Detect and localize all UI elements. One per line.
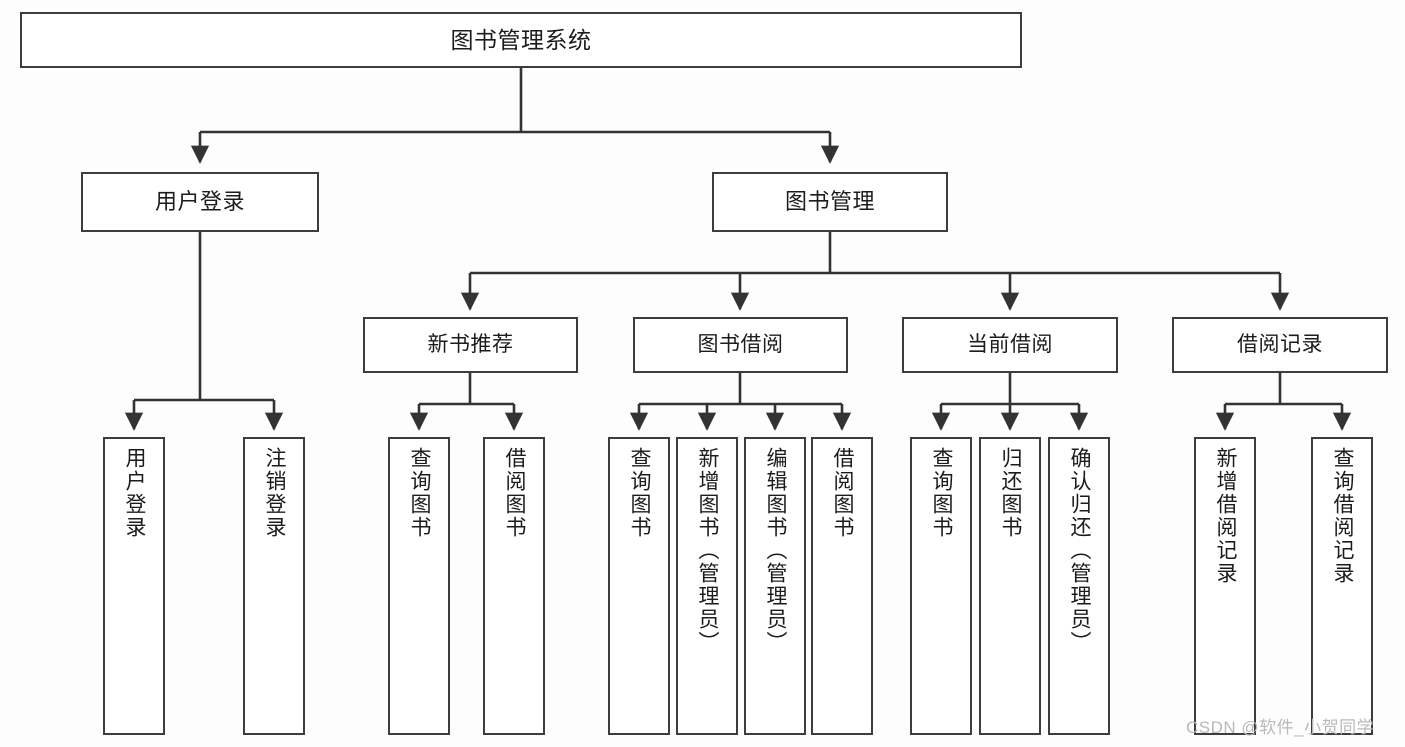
node-root[interactable]: 图书管理系统 <box>20 12 1022 68</box>
node-user-login[interactable]: 用户登录 <box>81 172 319 232</box>
leaf-new-book-query-label: 查询图书 <box>407 447 431 539</box>
node-user-login-label: 用户登录 <box>154 189 245 215</box>
node-book-management[interactable]: 图书管理 <box>712 172 948 232</box>
leaf-borrow-record-query[interactable]: 查询借阅记录 <box>1311 437 1373 735</box>
leaf-current-borrow-return[interactable]: 归还图书 <box>979 437 1041 735</box>
node-new-book-recommend-label: 新书推荐 <box>427 332 514 356</box>
leaf-current-borrow-query[interactable]: 查询图书 <box>910 437 972 735</box>
leaf-current-borrow-query-label: 查询图书 <box>929 447 953 539</box>
node-current-borrow[interactable]: 当前借阅 <box>902 317 1118 373</box>
leaf-current-borrow-confirm-label: 确认归还（管理员） <box>1067 447 1091 654</box>
node-book-borrow[interactable]: 图书借阅 <box>633 317 848 373</box>
leaf-book-borrow-query-label: 查询图书 <box>627 447 651 539</box>
node-book-management-label: 图书管理 <box>784 189 875 215</box>
leaf-book-borrow-add-label: 新增图书（管理员） <box>695 447 719 654</box>
leaf-user-login-signin[interactable]: 用户登录 <box>103 437 165 735</box>
leaf-book-borrow-edit[interactable]: 编辑图书（管理员） <box>744 437 806 735</box>
leaf-borrow-record-add-label: 新增借阅记录 <box>1213 447 1237 585</box>
leaf-current-borrow-return-label: 归还图书 <box>998 447 1022 539</box>
node-book-borrow-label: 图书借阅 <box>697 332 784 356</box>
node-new-book-recommend[interactable]: 新书推荐 <box>363 317 578 373</box>
node-current-borrow-label: 当前借阅 <box>967 332 1053 356</box>
node-root-label: 图书管理系统 <box>450 26 592 53</box>
leaf-book-borrow-lend[interactable]: 借阅图书 <box>811 437 873 735</box>
node-borrow-record-label: 借阅记录 <box>1237 332 1323 356</box>
leaf-user-login-signin-label: 用户登录 <box>122 447 146 539</box>
leaf-new-book-borrow[interactable]: 借阅图书 <box>483 437 545 735</box>
leaf-current-borrow-confirm[interactable]: 确认归还（管理员） <box>1048 437 1110 735</box>
leaf-user-login-signout[interactable]: 注销登录 <box>243 437 305 735</box>
leaf-book-borrow-query[interactable]: 查询图书 <box>608 437 670 735</box>
leaf-book-borrow-lend-label: 借阅图书 <box>830 447 854 539</box>
leaf-borrow-record-query-label: 查询借阅记录 <box>1330 447 1354 585</box>
leaf-book-borrow-add[interactable]: 新增图书（管理员） <box>676 437 738 735</box>
node-borrow-record[interactable]: 借阅记录 <box>1172 317 1388 373</box>
leaf-new-book-query[interactable]: 查询图书 <box>388 437 450 735</box>
watermark: CSDN @软件_小贺同学 <box>1186 718 1375 737</box>
leaf-user-login-signout-label: 注销登录 <box>262 447 286 539</box>
leaf-book-borrow-edit-label: 编辑图书（管理员） <box>763 447 787 654</box>
leaf-borrow-record-add[interactable]: 新增借阅记录 <box>1194 437 1256 735</box>
leaf-new-book-borrow-label: 借阅图书 <box>502 447 526 539</box>
